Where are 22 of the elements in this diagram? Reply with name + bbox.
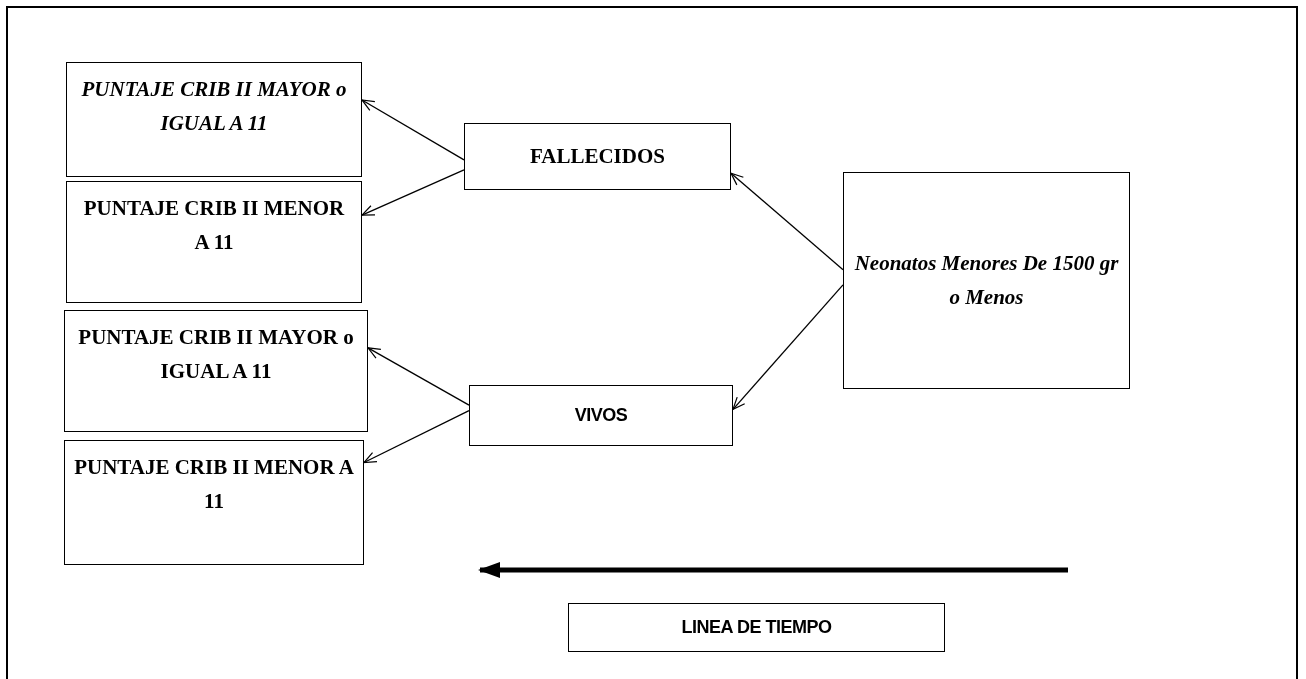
process-box bbox=[66, 62, 362, 177]
process-box bbox=[843, 172, 1130, 389]
process-box bbox=[64, 310, 368, 432]
process-box bbox=[464, 123, 731, 190]
box-label: PUNTAJE CRIB II MAYOR o IGUAL A 11 bbox=[77, 324, 355, 385]
process-box bbox=[568, 603, 945, 652]
box-label: PUNTAJE CRIB II MAYOR o IGUAL A 11 bbox=[80, 76, 348, 137]
box-label: Neonatos Menores De 1500 gr o Menos bbox=[853, 249, 1120, 311]
arrow bbox=[361, 99, 465, 161]
process-box bbox=[66, 181, 362, 303]
arrow bbox=[361, 169, 465, 216]
arrow bbox=[732, 284, 844, 411]
box-label: FALLECIDOS bbox=[530, 142, 665, 170]
process-box bbox=[64, 440, 364, 565]
arrow bbox=[367, 347, 470, 406]
process-box bbox=[469, 385, 733, 446]
arrow bbox=[730, 172, 844, 271]
box-label: PUNTAJE CRIB II MENOR A 11 bbox=[73, 454, 355, 515]
box-label: PUNTAJE CRIB II MENOR A 11 bbox=[82, 195, 346, 256]
box-label: LINEA DE TIEMPO bbox=[681, 616, 832, 640]
box-label: VIVOS bbox=[574, 404, 628, 428]
arrow bbox=[363, 409, 470, 464]
